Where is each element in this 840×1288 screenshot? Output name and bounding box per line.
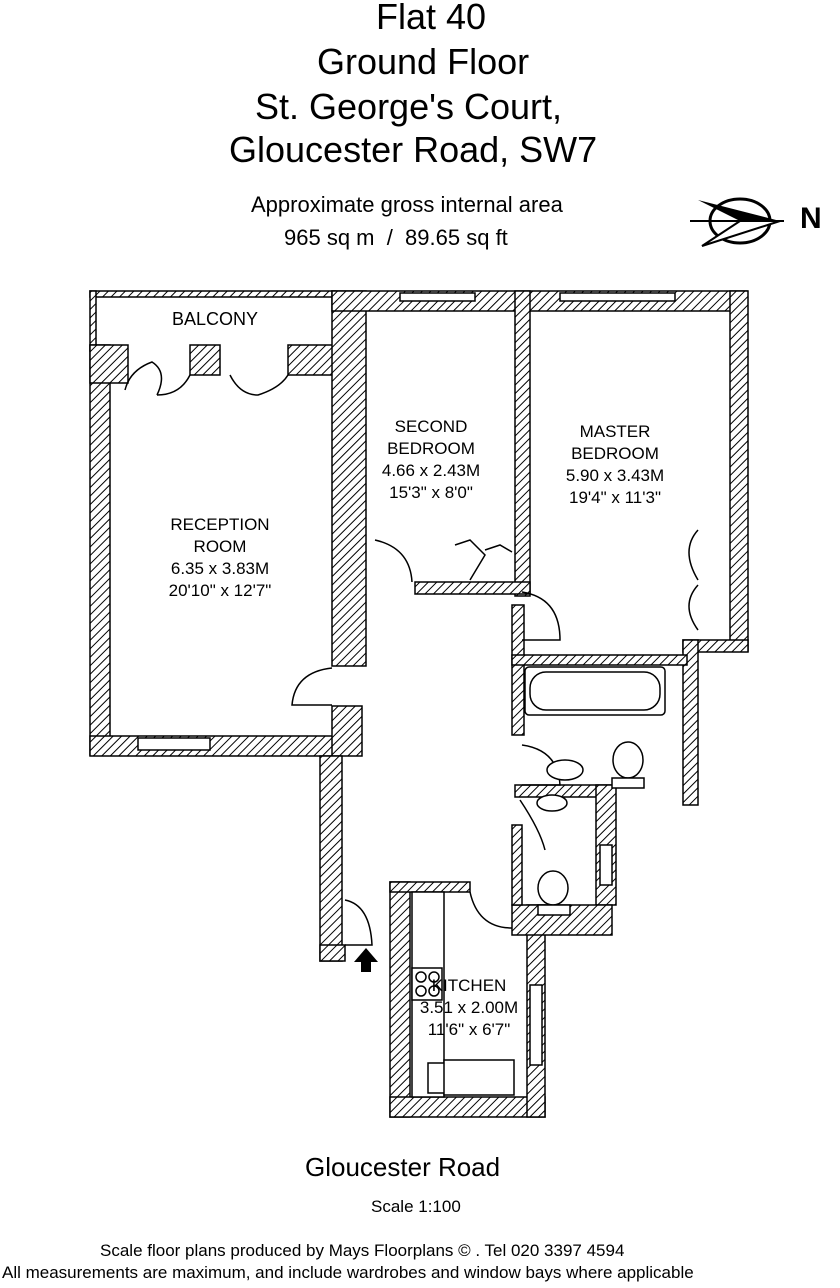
master-bedroom-name-2: BEDROOM bbox=[571, 444, 659, 463]
title-flat: Flat 40 bbox=[376, 0, 487, 37]
reception-metric: 6.35 x 3.83M bbox=[170, 559, 270, 578]
entrance-arrow-icon bbox=[354, 948, 378, 972]
reception-name-1: RECEPTION bbox=[170, 515, 270, 534]
doors bbox=[124, 361, 699, 946]
disclaimer-line: All measurements are maximum, and includ… bbox=[2, 1263, 694, 1282]
second-bedroom-metric: 4.66 x 2.43M bbox=[381, 461, 481, 480]
second-bedroom-name-1: SECOND bbox=[394, 417, 468, 436]
compass-north-label: N bbox=[800, 202, 822, 235]
windows bbox=[137, 292, 676, 1066]
label-reception: RECEPTION ROOM 6.35 x 3.83M 20'10" x 12'… bbox=[150, 514, 290, 602]
bathroom-fixtures bbox=[524, 666, 666, 916]
reception-name-2: ROOM bbox=[193, 537, 247, 556]
title-floor: Ground Floor bbox=[317, 41, 530, 82]
label-second-bedroom: SECOND BEDROOM 4.66 x 2.43M 15'3" x 8'0" bbox=[372, 416, 490, 504]
kitchen-name: KITCHEN bbox=[431, 976, 507, 995]
area-label: Approximate gross internal area bbox=[251, 192, 563, 217]
label-balcony: BALCONY bbox=[172, 309, 259, 329]
kitchen-imperial: 11'6" x 6'7" bbox=[427, 1020, 511, 1039]
label-master-bedroom: MASTER BEDROOM 5.90 x 3.43M 19'4" x 11'3… bbox=[550, 421, 680, 509]
north-arrow-icon bbox=[688, 190, 788, 252]
kitchen-metric: 3.51 x 2.00M bbox=[419, 998, 519, 1017]
kitchen-fixtures bbox=[411, 891, 515, 1098]
title-building: St. George's Court, bbox=[255, 86, 563, 127]
title-address: Gloucester Road, SW7 bbox=[229, 129, 598, 170]
area-value: 965 sq m / 89.65 sq ft bbox=[284, 225, 508, 250]
master-bedroom-imperial: 19'4" x 11'3" bbox=[569, 488, 661, 507]
master-bedroom-name-1: MASTER bbox=[579, 422, 651, 441]
reception-imperial: 20'10" x 12'7" bbox=[168, 581, 272, 600]
street-name: Gloucester Road bbox=[305, 1152, 501, 1182]
second-bedroom-imperial: 15'3" x 8'0" bbox=[389, 483, 473, 502]
label-kitchen: KITCHEN 3.51 x 2.00M 11'6" x 6'7" bbox=[410, 975, 528, 1041]
scale-label: Scale 1:100 bbox=[371, 1197, 461, 1216]
credit-line: Scale floor plans produced by Mays Floor… bbox=[100, 1241, 625, 1260]
second-bedroom-name-2: BEDROOM bbox=[387, 439, 475, 458]
master-bedroom-metric: 5.90 x 3.43M bbox=[565, 466, 665, 485]
